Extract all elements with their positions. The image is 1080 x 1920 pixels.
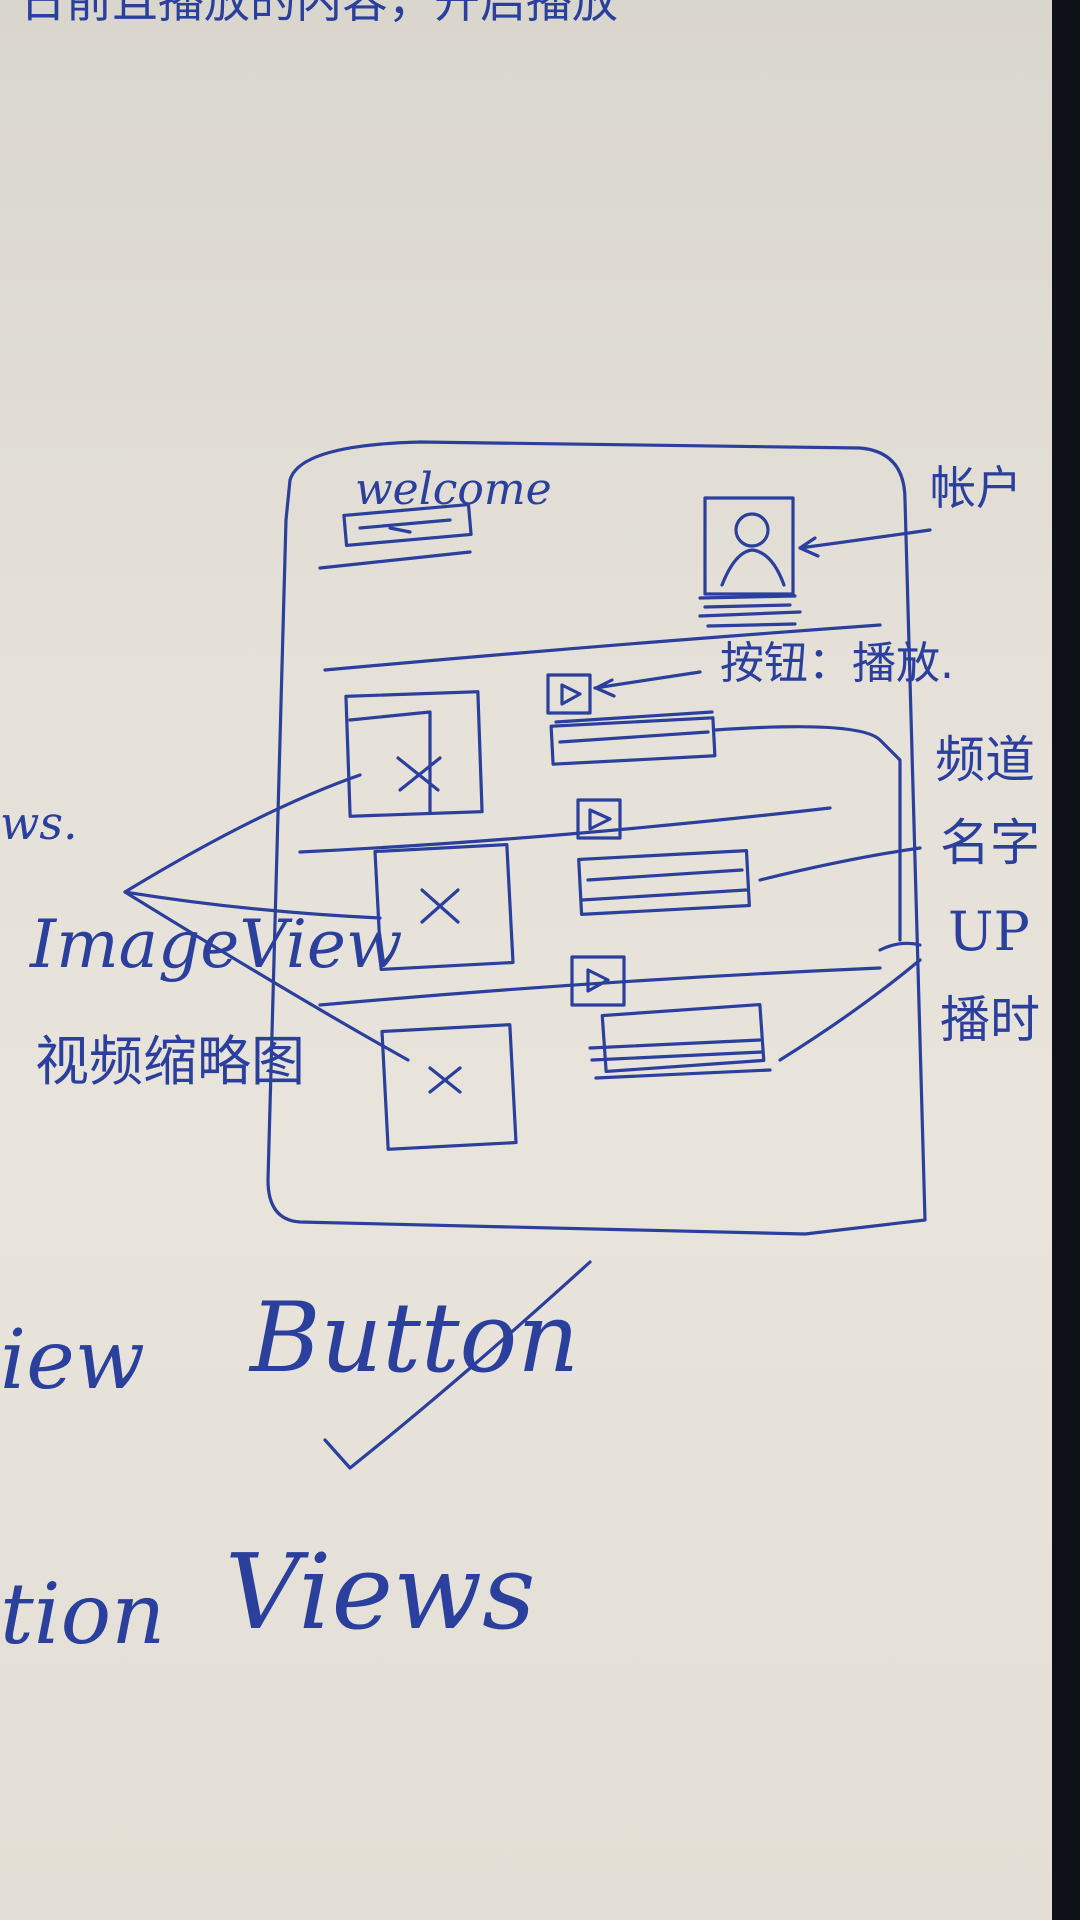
text-row-2 bbox=[577, 849, 751, 916]
play-button-2 bbox=[576, 798, 622, 840]
right-label-up: UP bbox=[948, 900, 1030, 963]
bottom-view-text: iew bbox=[0, 1313, 145, 1408]
left-fragment-text: ws. bbox=[0, 796, 78, 850]
page-edge-shadow bbox=[1052, 0, 1080, 1920]
play-button-note: 按钮：播放. bbox=[720, 638, 954, 689]
avatar-frame bbox=[703, 496, 795, 596]
avatar-head bbox=[734, 512, 770, 548]
avatar-body bbox=[720, 548, 786, 587]
text-row-1 bbox=[549, 716, 717, 766]
thumbnail-3 bbox=[380, 1023, 518, 1151]
bottom-views-text: Views bbox=[225, 1531, 536, 1653]
thumbnail-1 bbox=[344, 690, 484, 818]
welcome-field bbox=[342, 502, 473, 547]
text-row-3 bbox=[600, 1002, 766, 1074]
welcome-label: welcome bbox=[355, 464, 552, 515]
header-divider bbox=[323, 623, 882, 672]
avatar-note: 帐户 bbox=[930, 461, 1022, 515]
play-arrow bbox=[593, 670, 702, 698]
thumbnail-label: 视频缩略图 bbox=[35, 1030, 305, 1093]
right-label-channel: 频道 bbox=[935, 731, 1035, 789]
right-label-name: 名字 bbox=[940, 814, 1040, 872]
check-mark bbox=[323, 1260, 592, 1470]
play-button-1 bbox=[546, 673, 592, 715]
phone-frame bbox=[266, 440, 927, 1236]
imageview-label: ImageView bbox=[30, 906, 403, 983]
play-button-3 bbox=[570, 955, 626, 1007]
right-label-play-time: 播时 bbox=[940, 991, 1040, 1049]
top-fragment-text: 日前且播放的内容，开启播放 bbox=[20, 0, 618, 28]
bottom-button-text: Button bbox=[250, 1282, 580, 1394]
thumbnail-2 bbox=[373, 843, 515, 971]
bottom-fragment-text: tion bbox=[0, 1565, 166, 1663]
avatar-arrow bbox=[798, 528, 932, 558]
